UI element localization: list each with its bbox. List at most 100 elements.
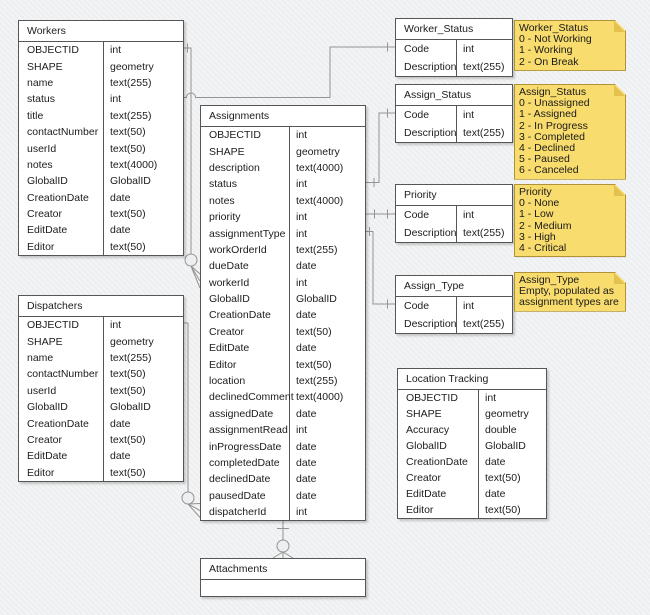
relationship-assignments-to-attachments [272, 519, 294, 559]
cardinality-zero-circle-icon [184, 253, 198, 267]
field-name: userId [27, 142, 57, 155]
field-name: Creator [27, 433, 63, 446]
field-name: assignmentType [209, 227, 286, 240]
note-text-line: 2 - Medium [519, 220, 572, 232]
cardinality-zero-circle-icon [181, 491, 195, 505]
field-type: int [296, 276, 308, 289]
field-type: geometry [110, 60, 154, 73]
field-type: text(50) [485, 472, 521, 484]
field-type: text(255) [463, 127, 505, 139]
table-title: Assign_Status [396, 85, 512, 106]
field-type: int [296, 506, 308, 519]
field-type: text(50) [296, 325, 332, 338]
table-title: Location Tracking [398, 369, 546, 390]
field-name: dispatcherId [209, 506, 267, 519]
field-name: priority [209, 211, 241, 224]
field-name: CreationDate [209, 309, 271, 322]
field-name: location [209, 375, 246, 388]
field-name: workerId [209, 276, 250, 289]
note-text-line: 0 - Not Working [519, 34, 592, 46]
field-type: geometry [296, 145, 340, 158]
field-name: Accuracy [406, 424, 450, 436]
field-type: date [110, 417, 131, 430]
relationship-assignments-to-assign-type [366, 227, 395, 309]
connector-line [366, 231, 395, 305]
column-divider [289, 127, 290, 521]
note-text-line: assignment types are added [519, 297, 619, 309]
field-name: completedDate [209, 457, 280, 469]
field-name: CreationDate [27, 191, 89, 204]
table-title: Workers [19, 21, 183, 42]
column-divider [456, 297, 457, 333]
table-title: Priority [396, 185, 512, 206]
field-name: title [27, 109, 44, 122]
field-name: Description [404, 227, 457, 239]
field-type: text(50) [110, 466, 146, 479]
note-text-line: 1 - Working [519, 45, 573, 57]
field-row: workerId int [201, 275, 365, 291]
field-name: Editor [209, 358, 237, 371]
field-type: date [296, 473, 317, 486]
field-type: date [296, 342, 317, 355]
field-type: int [296, 211, 308, 224]
field-name: status [209, 178, 238, 191]
relationship-assignments-to-priority [366, 209, 395, 219]
note-title: Worker_Status [519, 23, 589, 34]
note-text-line: Empty, populated as [519, 286, 614, 298]
field-name: SHAPE [406, 408, 442, 420]
field-name: GlobalID [27, 175, 68, 188]
field-name: SHAPE [209, 145, 245, 158]
field-type: text(50) [110, 208, 146, 221]
field-type: text(255) [463, 227, 505, 239]
field-name: Editor [27, 240, 55, 253]
field-type: date [485, 488, 506, 500]
field-type: date [296, 489, 317, 502]
field-row: SHAPE geometry [201, 143, 365, 159]
column-divider [478, 390, 479, 518]
note-text-line: 1 - Assigned [519, 109, 577, 121]
field-name: GlobalID [27, 401, 68, 414]
field-type: text(50) [485, 504, 521, 516]
field-type: text(50) [110, 126, 146, 139]
field-name: description [209, 161, 260, 174]
field-name: OBJECTID [209, 129, 261, 142]
table-attachments[interactable]: Attachments [200, 558, 366, 597]
field-name: SHAPE [27, 335, 63, 348]
crow-foot-many-icon [190, 265, 201, 289]
connector-line [366, 112, 395, 183]
field-name: Creator [209, 325, 245, 338]
field-type: text(50) [296, 358, 332, 371]
field-type: int [110, 44, 122, 57]
table-title: Assignments [201, 106, 365, 127]
column-divider [103, 317, 104, 481]
